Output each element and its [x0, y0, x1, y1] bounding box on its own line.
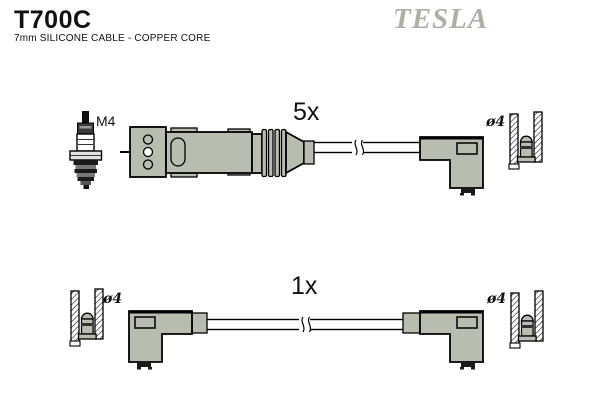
top-assembly: M4 5x [69, 98, 543, 197]
angled-boot-icon-right [402, 309, 485, 371]
terminal-socket-cross-section-icon-right [509, 290, 544, 349]
quantity-label-top: 5x [293, 98, 320, 126]
part-number: T700C [14, 6, 92, 34]
coil-connector-icon [120, 126, 315, 178]
terminal-diameter-label-bottom-left: ø4 [102, 291, 122, 307]
cable-line [311, 141, 425, 154]
quantity-label-bottom: 1x [291, 272, 318, 300]
angled-boot-icon-left [127, 309, 208, 371]
cable-description: 7mm SILICONE CABLE - COPPER CORE [14, 33, 211, 44]
bottom-assembly: ø4 1x ø4 [69, 272, 544, 371]
cable-break-icon [352, 139, 365, 156]
terminal-socket-cross-section-icon-left [69, 288, 104, 347]
terminal-diameter-label-bottom-right: ø4 [486, 291, 506, 307]
cable-break-icon [299, 316, 312, 333]
spark-plug-icon [69, 111, 103, 189]
angled-boot-icon [418, 135, 485, 197]
terminal-diameter-label-top: ø4 [485, 114, 505, 130]
tesla-brand-logo: TESLA [393, 3, 489, 35]
terminal-socket-cross-section-icon [508, 111, 543, 170]
spark-plug-thread-label: M4 [96, 113, 116, 129]
